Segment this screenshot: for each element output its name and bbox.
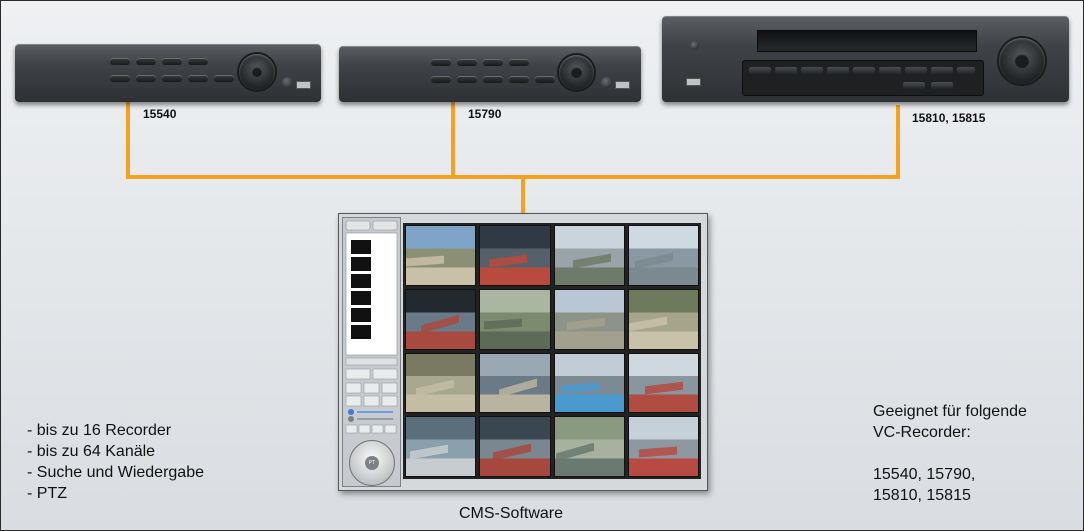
- recorder-buttons: [431, 76, 555, 83]
- device-list-panel: PT: [342, 217, 401, 487]
- camera-thumbnail: [405, 288, 477, 350]
- camera-thumbnail: [627, 225, 699, 286]
- feature-item: - bis zu 64 Kanäle: [27, 443, 156, 460]
- camera-thumbnail: [405, 225, 477, 286]
- recorder-buttons: [110, 75, 234, 82]
- ptz-control-icon: PT: [349, 440, 395, 486]
- camera-thumbnail: [627, 288, 699, 350]
- ptz-center-label: PT: [365, 456, 379, 470]
- camera-thumbnail: [479, 416, 551, 477]
- camera-thumbnail: [405, 352, 477, 414]
- compatible-list-line2: 15810, 15815: [873, 487, 971, 504]
- scene-detail: [555, 442, 594, 462]
- recorder-buttons: [431, 59, 529, 66]
- camera-thumbnail: [553, 288, 625, 350]
- front-display: [757, 30, 977, 52]
- usb-port-icon: [686, 78, 701, 86]
- compatible-list-line1: 15540, 15790,: [873, 466, 976, 483]
- scene-detail: [421, 314, 460, 334]
- camera-thumbnail: [553, 225, 625, 286]
- jog-dial-icon: [559, 55, 594, 90]
- recorder-label-15810-15815: 15810, 15815: [912, 111, 986, 125]
- cms-software-window: PT: [338, 213, 708, 491]
- camera-thumbnail: [479, 352, 551, 414]
- scene-detail: [489, 254, 528, 268]
- scene-detail: [415, 379, 454, 397]
- front-keypad: [742, 60, 984, 96]
- scene-detail: [410, 444, 449, 460]
- connector-bus: [126, 175, 900, 179]
- scene-detail: [644, 381, 683, 395]
- device-list-icon: [345, 220, 398, 434]
- scene-detail: [561, 382, 600, 394]
- feature-item: - PTZ: [27, 485, 67, 502]
- recorder-15810: [662, 16, 1069, 102]
- recorder-buttons: [110, 58, 208, 65]
- power-knob-icon: [282, 77, 293, 88]
- power-knob-icon: [601, 77, 612, 88]
- feature-item: - Suche und Wiedergabe: [27, 464, 204, 481]
- connector-line-15540: [126, 101, 130, 179]
- camera-thumbnail: [553, 416, 625, 477]
- usb-port-icon: [296, 81, 311, 89]
- scene-detail: [629, 316, 668, 332]
- recorder-label-15540: 15540: [143, 107, 177, 121]
- camera-thumbnail: [479, 288, 551, 350]
- scene-detail: [483, 318, 522, 330]
- connector-line-15810: [896, 105, 900, 179]
- camera-thumbnail: [627, 352, 699, 414]
- compatible-title-line1: Geeignet für folgende: [873, 403, 1027, 420]
- recorder-label-15790: 15790: [468, 107, 502, 121]
- scene-detail: [639, 446, 678, 458]
- camera-thumbnail: [553, 352, 625, 414]
- scene-detail: [498, 378, 538, 398]
- compatible-title-line2: VC-Recorder:: [873, 424, 971, 441]
- usb-port-icon: [615, 81, 630, 89]
- scene-detail: [566, 317, 606, 331]
- recorder-15790: [339, 46, 641, 102]
- power-knob-icon: [690, 41, 699, 50]
- camera-thumbnail: [405, 416, 477, 477]
- recorder-15540: [15, 44, 321, 102]
- camera-thumbnail: [627, 416, 699, 477]
- cms-software-label: CMS-Software: [459, 505, 564, 522]
- camera-thumbnail: [479, 225, 551, 286]
- scene-detail: [493, 443, 532, 461]
- connector-line-15790: [451, 99, 455, 179]
- feature-item: - bis zu 16 Recorder: [27, 422, 172, 439]
- jog-dial-icon: [239, 54, 275, 90]
- scene-detail: [572, 253, 611, 269]
- connector-line-cms: [521, 175, 525, 215]
- scene-detail: [406, 255, 445, 267]
- camera-grid: [403, 223, 701, 479]
- scene-detail: [634, 252, 674, 270]
- direction-pad-icon: [999, 38, 1045, 84]
